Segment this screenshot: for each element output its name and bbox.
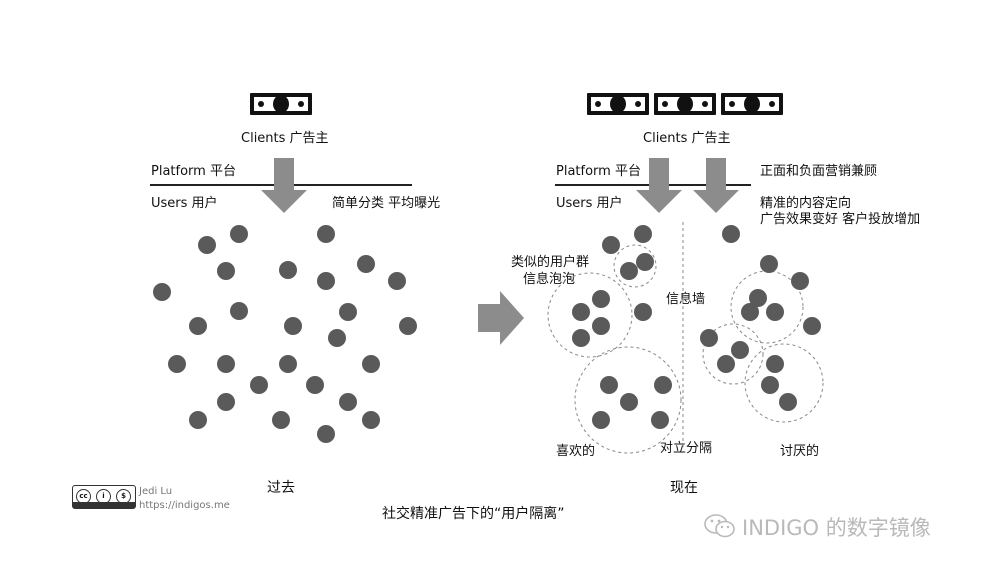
group-label-2: 信息泡泡: [523, 272, 576, 287]
credit-url: https://indigos.me: [139, 500, 230, 511]
caption: 社交精准广告下的“用户隔离”: [382, 506, 565, 522]
user-dot: [230, 302, 248, 320]
down-arrow-icon: [636, 158, 682, 213]
wall-label: 信息墙: [666, 292, 706, 307]
right-note-2: 精准的内容定向: [760, 196, 852, 211]
bubble-circle: [613, 244, 657, 288]
user-dot: [399, 317, 417, 335]
user-dot: [620, 262, 638, 280]
user-dot: [189, 317, 207, 335]
user-dot: [620, 393, 638, 411]
wechat-icon: [704, 514, 735, 538]
user-dot: [217, 262, 235, 280]
user-dot: [592, 317, 610, 335]
creative-commons-icon: cc i $: [72, 485, 136, 509]
opposed-label: 对立分隔: [660, 441, 713, 456]
left-note: 简单分类 平均曝光: [332, 196, 441, 211]
user-dot: [189, 411, 207, 429]
left-bottom-label: 过去: [267, 480, 295, 496]
user-dot: [362, 355, 380, 373]
left-users-label: Users 用户: [151, 196, 218, 211]
right-clients-label: Clients 广告主: [643, 131, 731, 146]
right-users-label: Users 用户: [556, 196, 623, 211]
user-dot: [634, 225, 652, 243]
user-dot: [217, 355, 235, 373]
bubble-circle: [744, 343, 824, 423]
money-bill-icon: [587, 93, 649, 115]
user-dot: [636, 253, 654, 271]
left-platform-label: Platform 平台: [151, 164, 236, 179]
user-dot: [749, 289, 767, 307]
user-dot: [339, 303, 357, 321]
right-bottom-label: 现在: [670, 480, 698, 496]
bubble-circle: [547, 272, 633, 358]
bubble-circle: [702, 323, 764, 385]
money-bill-icon: [721, 93, 783, 115]
like-label: 喜欢的: [556, 444, 596, 459]
watermark: INDIGO 的数字镜像: [742, 516, 931, 540]
credit-author: Jedi Lu: [139, 486, 173, 497]
user-dot: [153, 283, 171, 301]
user-dot: [761, 376, 779, 394]
down-arrow-icon: [261, 158, 307, 213]
user-dot: [328, 329, 346, 347]
right-note-1: 正面和负面营销兼顾: [760, 164, 878, 179]
user-dot: [217, 393, 235, 411]
user-dot: [760, 255, 778, 273]
user-dot: [357, 255, 375, 273]
user-dot: [731, 341, 749, 359]
user-dot: [339, 393, 357, 411]
user-dot: [388, 272, 406, 290]
user-dot: [592, 290, 610, 308]
user-dot: [250, 376, 268, 394]
user-dot: [766, 303, 784, 321]
right-arrow-icon: [478, 291, 524, 345]
user-dot: [279, 355, 297, 373]
user-dot: [654, 376, 672, 394]
user-dot: [272, 411, 290, 429]
user-dot: [600, 376, 618, 394]
user-dot: [572, 329, 590, 347]
user-dot: [198, 236, 216, 254]
down-arrow-icon: [693, 158, 739, 213]
user-dot: [791, 272, 809, 290]
user-dot: [317, 425, 335, 443]
user-dot: [779, 393, 797, 411]
user-dot: [362, 411, 380, 429]
money-bill-icon: [250, 93, 312, 115]
user-dot: [306, 376, 324, 394]
user-dot: [230, 225, 248, 243]
user-dot: [651, 411, 669, 429]
left-clients-label: Clients 广告主: [241, 131, 329, 146]
user-dot: [602, 236, 620, 254]
user-dot: [700, 329, 718, 347]
bubble-circle: [574, 346, 682, 454]
user-dot: [317, 272, 335, 290]
user-dot: [168, 355, 186, 373]
user-dot: [717, 355, 735, 373]
user-dot: [317, 225, 335, 243]
user-dot: [766, 355, 784, 373]
group-label-1: 类似的用户群: [511, 255, 590, 270]
dislike-label: 讨厌的: [780, 444, 820, 459]
user-dot: [634, 303, 652, 321]
money-bill-icon: [654, 93, 716, 115]
right-note-3: 广告效果变好 客户投放增加: [760, 212, 921, 227]
user-dot: [284, 317, 302, 335]
user-dot: [279, 261, 297, 279]
user-dot: [722, 225, 740, 243]
user-dot: [592, 411, 610, 429]
right-platform-label: Platform 平台: [556, 164, 641, 179]
user-dot: [741, 303, 759, 321]
user-dot: [803, 317, 821, 335]
user-dot: [572, 303, 590, 321]
